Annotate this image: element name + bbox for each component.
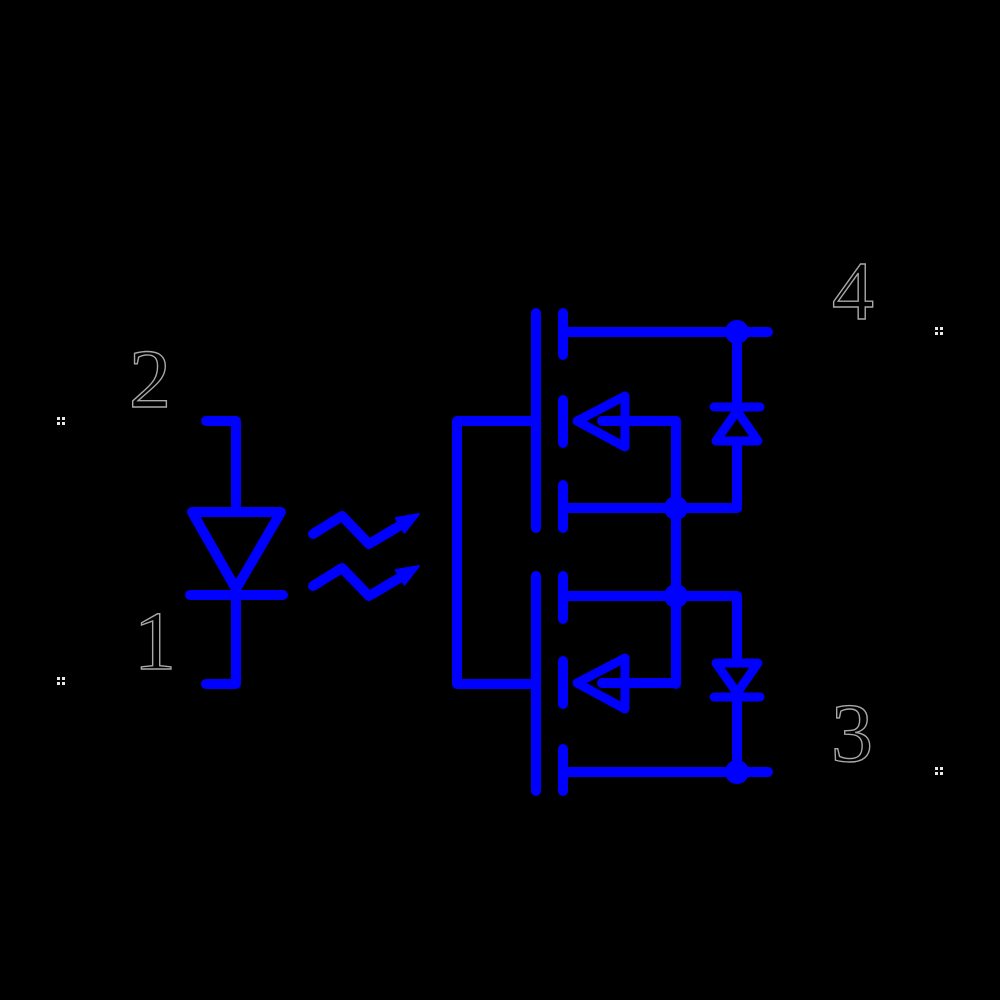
diode-top-triangle: [711, 406, 763, 446]
junction-dot-source-top: [664, 496, 688, 520]
diode-bottom-triangle: [711, 658, 763, 698]
led-triangle: [187, 507, 286, 594]
pin-1-endpoint-marker: [57, 677, 65, 685]
light-arrow-bottom-icon: [308, 563, 420, 601]
pin-4-endpoint-marker: [935, 327, 943, 335]
light-arrow-top-icon: [308, 511, 420, 549]
light-arrow-top-head: [394, 513, 420, 534]
pin-2-endpoint-marker: [57, 417, 65, 425]
led-anode-lead: [201, 416, 241, 517]
light-arrows-icon: [308, 511, 420, 601]
mosfet-top-symbol: [531, 308, 773, 533]
led-cathode-lead: [201, 590, 241, 689]
pin-1-label: 1: [134, 595, 176, 688]
junction-dot-drain-bottom: [725, 760, 749, 784]
junction-dot-source-bottom: [664, 584, 688, 608]
pin-3-label: 3: [831, 687, 873, 780]
mosfet-bottom-body-diode: [709, 591, 765, 777]
pin-3-endpoint-marker: [935, 767, 943, 775]
light-arrow-bottom-zigzag: [308, 563, 406, 601]
junction-dot-drain-top: [725, 320, 749, 344]
led-input-symbol: [185, 416, 288, 689]
gate-drive-rail: [452, 416, 536, 689]
light-arrow-top-zigzag: [308, 511, 406, 549]
pin-2-label: 2: [129, 333, 171, 426]
mosfet-top-body-diode: [709, 327, 765, 513]
pin-4-label: 4: [832, 245, 874, 338]
light-arrow-bottom-head: [394, 565, 420, 586]
mosfet-bottom-symbol: [531, 571, 773, 796]
